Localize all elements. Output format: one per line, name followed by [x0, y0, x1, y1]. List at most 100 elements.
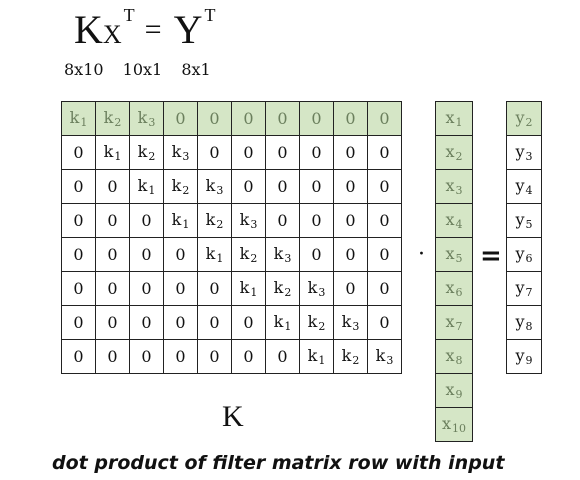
- matrix-cell: 0: [333, 101, 368, 136]
- matrix-cell: 0: [367, 169, 402, 204]
- output-cell: y2: [506, 101, 542, 136]
- matrix-cell: 0: [163, 305, 198, 340]
- matrix-cell: 0: [333, 237, 368, 272]
- matrix-cell: 0: [129, 203, 164, 238]
- matrix-cell: 0: [265, 101, 300, 136]
- matrix-cell: 0: [299, 169, 334, 204]
- matrix-cell: 0: [367, 101, 402, 136]
- matrix-cell: 0: [299, 135, 334, 170]
- matrix-cell: 0: [333, 135, 368, 170]
- matrix-cell: 0: [197, 339, 232, 374]
- matrix-cell: 0: [129, 271, 164, 306]
- dim-y: 8x1: [181, 60, 211, 79]
- matrix-cell: 0: [197, 101, 232, 136]
- input-cell: x3: [435, 169, 473, 204]
- matrix-cell: 0: [367, 237, 402, 272]
- input-cell: x2: [435, 135, 473, 170]
- matrix-cell: 0: [197, 135, 232, 170]
- matrix-cell: k1: [61, 101, 96, 136]
- eq-rhs-transpose: T: [204, 5, 216, 25]
- matrix-cell: k2: [95, 101, 130, 136]
- output-cell: y8: [506, 305, 542, 340]
- matrix-cell: 0: [129, 339, 164, 374]
- input-cell: x6: [435, 271, 473, 306]
- dim-x: 10x1: [122, 60, 163, 79]
- output-cell: y3: [506, 135, 542, 170]
- matrix-cell: 0: [197, 271, 232, 306]
- eq-rhs-y: Y: [173, 7, 203, 52]
- matrix-cell: k3: [265, 237, 300, 272]
- matrix-cell: 0: [367, 271, 402, 306]
- output-cell: y7: [506, 271, 542, 306]
- matrix-cell: k2: [333, 339, 368, 374]
- matrix-cell: k1: [265, 305, 300, 340]
- matrix-cell: 0: [333, 169, 368, 204]
- matrix-cell: 0: [163, 237, 198, 272]
- matrix-cell: 0: [129, 305, 164, 340]
- matrix-cell: 0: [231, 169, 266, 204]
- matrix-cell: k3: [129, 101, 164, 136]
- input-cell: x9: [435, 373, 473, 408]
- matrix-cell: 0: [197, 305, 232, 340]
- matrix-cell: 0: [61, 237, 96, 272]
- input-cell: x4: [435, 203, 473, 238]
- matrix-cell: 0: [265, 339, 300, 374]
- matrix-cell: 0: [95, 237, 130, 272]
- matrix-cell: 0: [367, 305, 402, 340]
- output-cell: y9: [506, 339, 542, 374]
- matrix-cell: 0: [163, 271, 198, 306]
- matrix-cell: k2: [265, 271, 300, 306]
- equals-operator: =: [480, 241, 502, 271]
- matrix-cell: 0: [299, 237, 334, 272]
- caption: dot product of filter matrix row with in…: [52, 452, 505, 474]
- matrix-cell: k2: [129, 135, 164, 170]
- matrix-cell: 0: [163, 101, 198, 136]
- eq-lhs-k: K: [74, 7, 103, 52]
- matrix-cell: 0: [265, 203, 300, 238]
- matrix-cell: 0: [231, 101, 266, 136]
- matrix-cell: 0: [231, 339, 266, 374]
- matrix-cell: 0: [265, 169, 300, 204]
- matrix-cell: k3: [231, 203, 266, 238]
- matrix-cell: 0: [61, 271, 96, 306]
- input-cell: x7: [435, 305, 473, 340]
- matrix-cell: k2: [163, 169, 198, 204]
- matrix-cell: k3: [299, 271, 334, 306]
- matrix-cell: 0: [95, 169, 130, 204]
- matrix-cell: k1: [197, 237, 232, 272]
- output-cell: y5: [506, 203, 542, 238]
- dot-operator: ·: [418, 242, 425, 267]
- matrix-cell: 0: [95, 305, 130, 340]
- matrix-cell: 0: [95, 339, 130, 374]
- matrix-cell: 0: [95, 271, 130, 306]
- matrix-cell: 0: [265, 135, 300, 170]
- matrix-cell: 0: [333, 203, 368, 238]
- matrix-cell: 0: [231, 135, 266, 170]
- matrix-cell: k1: [231, 271, 266, 306]
- matrix-cell: k1: [95, 135, 130, 170]
- matrix-cell: k2: [299, 305, 334, 340]
- eq-lhs-x: X: [102, 20, 122, 49]
- matrix-cell: 0: [333, 271, 368, 306]
- dimensions-row: 8x10 10x1 8x1: [64, 60, 225, 79]
- matrix-cell: k1: [163, 203, 198, 238]
- matrix-cell: 0: [61, 305, 96, 340]
- eq-equals: =: [144, 13, 162, 46]
- dim-k: 8x10: [64, 60, 104, 79]
- matrix-cell: k2: [197, 203, 232, 238]
- input-cell: x5: [435, 237, 473, 272]
- matrix-cell: k3: [163, 135, 198, 170]
- matrix-cell: k1: [299, 339, 334, 374]
- matrix-label: K: [222, 400, 244, 433]
- matrix-cell: 0: [367, 203, 402, 238]
- output-cell: y4: [506, 169, 542, 204]
